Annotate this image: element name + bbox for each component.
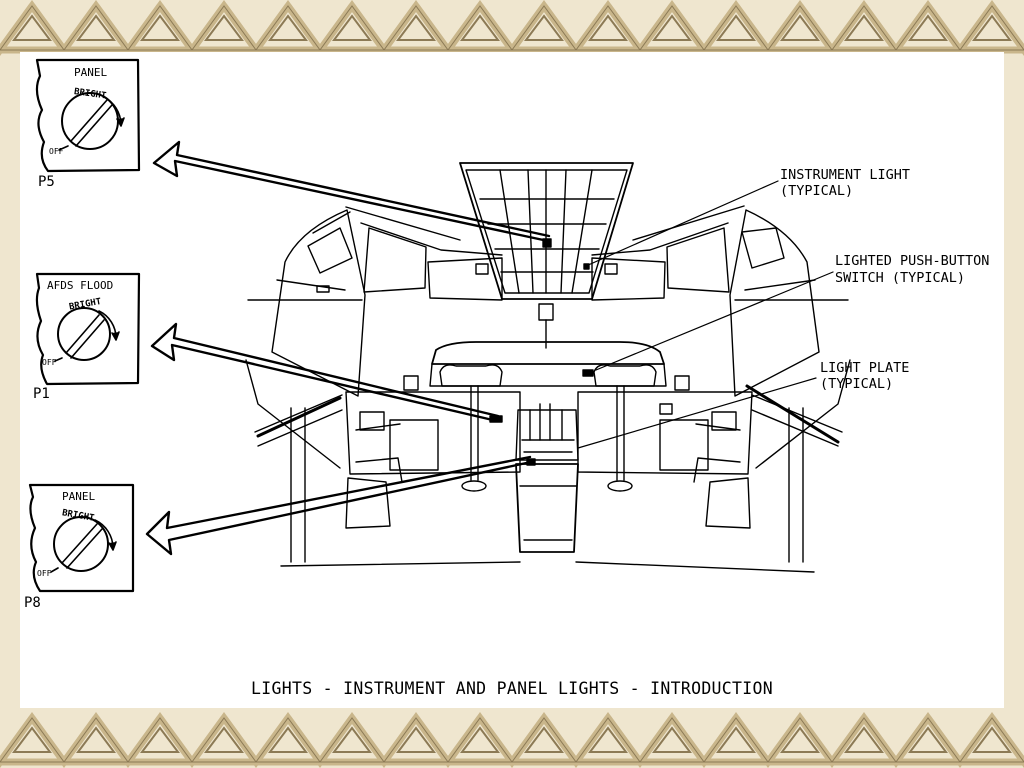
panel-p1-title: AFDS FLOOD [47, 279, 113, 292]
callout-instrument-light-line2: (TYPICAL) [780, 183, 853, 199]
callout-light-plate-line2: (TYPICAL) [820, 376, 893, 392]
arrow-to-p8 [145, 455, 533, 556]
panel-p5-dimmer [35, 58, 141, 173]
top-decorative-border [0, 0, 1024, 56]
panel-p5-title: PANEL [74, 66, 107, 79]
leader-push-button [595, 271, 834, 371]
panel-p1-id: P1 [33, 386, 50, 402]
panel-p8-off-label: OFF [37, 569, 52, 578]
panel-p1-off-label: OFF [42, 358, 57, 367]
cockpit-illustration [245, 162, 851, 573]
leader-light-plate [577, 377, 817, 449]
leader-instrument-light [585, 180, 779, 267]
panel-p5-off-label: OFF [49, 147, 64, 156]
panel-p1-dimmer [35, 272, 141, 386]
panel-p5-bright-label: BRIGHT [73, 87, 107, 102]
panel-p8-id: P8 [24, 595, 41, 611]
bottom-decorative-border [0, 712, 1024, 768]
callout-instrument-light-line1: INSTRUMENT LIGHT [780, 167, 910, 183]
diagram-sheet [20, 52, 1004, 708]
callout-light-plate-line1: LIGHT PLATE [820, 360, 909, 376]
arrow-to-p1 [150, 322, 500, 423]
callout-push-button-line2: SWITCH (TYPICAL) [835, 270, 965, 286]
callout-push-button-line1: LIGHTED PUSH-BUTTON [835, 253, 989, 269]
panel-p1-bright-label: BRIGHT [68, 297, 102, 313]
panel-p5-id: P5 [38, 174, 55, 190]
arrow-to-p5 [152, 140, 551, 243]
panel-p8-title: PANEL [62, 490, 95, 503]
figure-caption: LIGHTS - INSTRUMENT AND PANEL LIGHTS - I… [251, 679, 773, 698]
panel-p8-dimmer [28, 483, 135, 593]
